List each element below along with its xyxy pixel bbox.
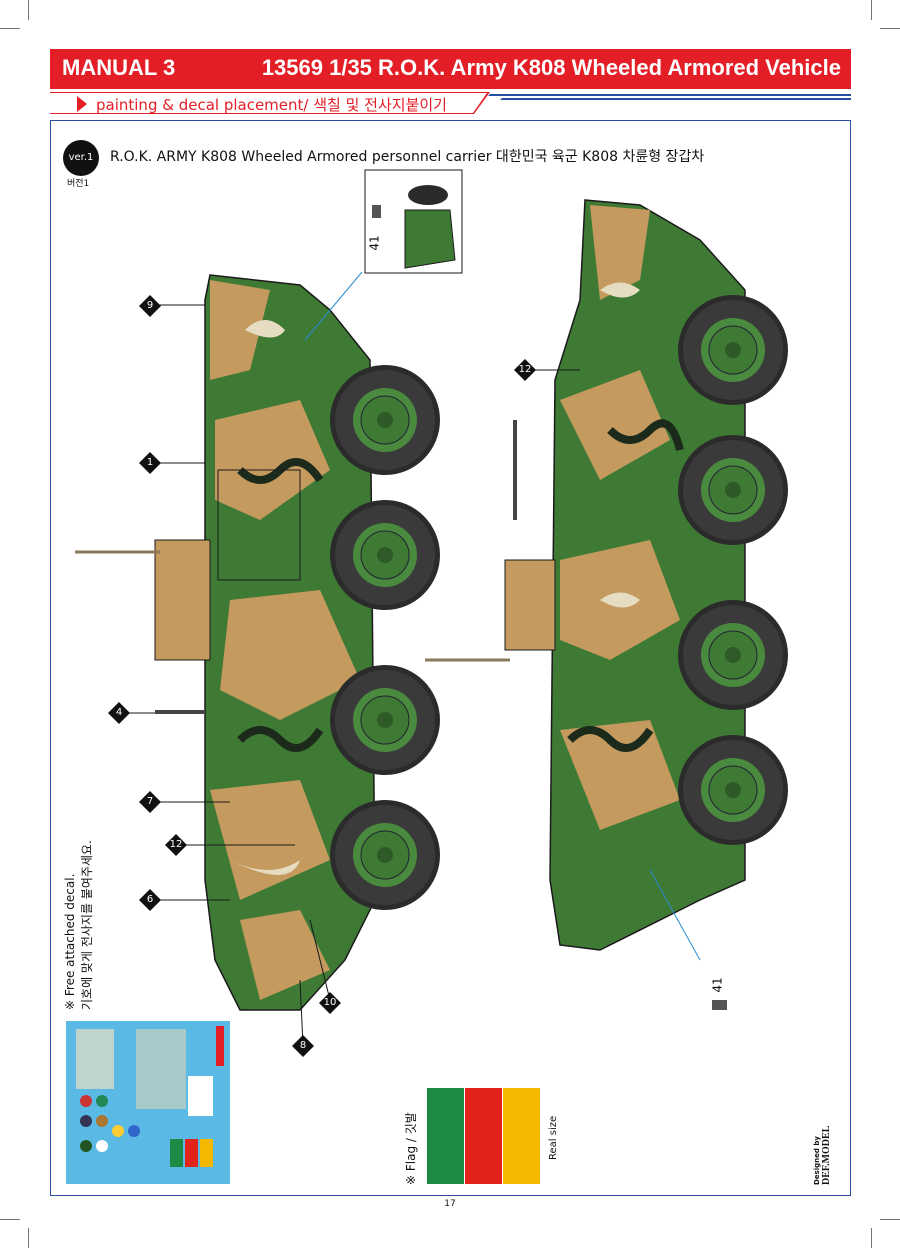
crop-mark [0,28,20,29]
flag-green-swatch [427,1088,464,1184]
callout-8: 8 [292,1035,314,1057]
version-badge: ver.1 [63,140,99,176]
callout-4: 4 [108,702,130,724]
inset-callout-bottom: 41 [710,977,725,993]
free-decal-note: ※ Free attached decal. 기호에 맞게 전사지를 붙여주세요… [62,770,96,1010]
flag-yellow-swatch [503,1088,540,1184]
decal-sheet-art [76,1026,224,1167]
crop-mark [28,0,29,20]
callout-10: 10 [319,992,341,1014]
content-frame [50,120,851,1196]
designer-credit: Designed by DEF.MODEL [813,1115,832,1185]
vehicle-title: R.O.K. ARMY K808 Wheeled Armored personn… [110,149,705,165]
turret-inset-top [304,169,463,341]
section-bar-shape [50,92,851,114]
callout-1: 1 [139,452,161,474]
header-bar: MANUAL 3 13569 1/35 R.O.K. Army K808 Whe… [50,49,851,89]
designed-by-label: Designed by [813,1136,821,1185]
flag-decal-mark [712,1000,727,1010]
callout-9: 9 [139,295,161,317]
crop-mark [28,1228,29,1248]
crop-mark [871,0,872,20]
crop-mark [0,1219,20,1220]
flag-label: ※ Flag / 깃발 [404,1112,418,1185]
callout-12: 12 [165,834,187,856]
decal-sheet-image [66,1021,230,1184]
right-side-view [425,199,789,951]
flag-red-swatch [465,1088,502,1184]
brand-logo: DEF.MODEL [821,1125,832,1185]
free-decal-kr: 기호에 맞게 전사지를 붙여주세요. [80,840,94,1010]
section-subtitle: painting & decal placement/ 색칠 및 전사지붙이기 [96,96,447,114]
section-bar: painting & decal placement/ 색칠 및 전사지붙이기 [50,92,851,116]
free-decal-en: ※ Free attached decal. [63,873,77,1010]
crop-mark [880,28,900,29]
page-number: 17 [444,1199,456,1209]
callout-7: 7 [139,791,161,813]
product-title: 13569 1/35 R.O.K. Army K808 Wheeled Armo… [261,55,841,80]
manual-title: MANUAL 3 [62,55,176,80]
crop-mark [880,1219,900,1220]
callout-6: 6 [139,889,161,911]
version-label: 버전1 [67,179,90,189]
left-side-view [75,274,441,1011]
callout-12-right: 12 [514,359,536,381]
inset-callout-top: 41 [367,235,382,251]
crop-mark [871,1228,872,1248]
real-size-label: Real size [548,1115,559,1160]
